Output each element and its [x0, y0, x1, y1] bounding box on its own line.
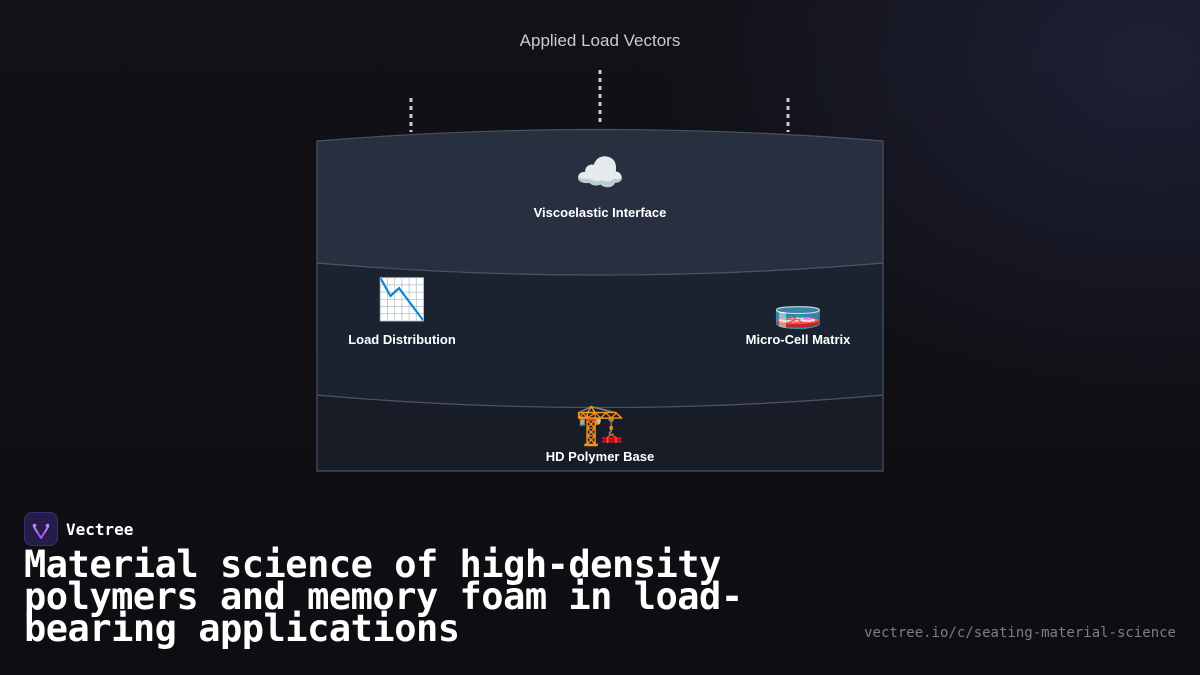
construction-crane-icon: 🏗️ — [575, 402, 625, 448]
vectree-logo-icon — [24, 512, 58, 546]
chart-decreasing-icon: 📉 — [377, 277, 427, 323]
cloud-icon: ☁️ — [575, 150, 625, 196]
brand-name: Vectree — [66, 519, 134, 539]
node-label-micro-cell-matrix: Micro-Cell Matrix — [745, 332, 851, 347]
brand[interactable]: Vectree — [24, 512, 133, 546]
petri-dish-icon: 🧫 — [773, 285, 823, 331]
node-label-hd-polymer-base: HD Polymer Base — [545, 449, 655, 464]
diagram-title: Applied Load Vectors — [519, 31, 681, 50]
layer-viscoelastic-interface — [316, 128, 884, 276]
headline: Material science of high-density polymer… — [24, 543, 743, 650]
source-url[interactable]: vectree.io/c/seating-material-science — [864, 625, 1176, 641]
node-label-viscoelastic-interface: Viscoelastic Interface — [533, 205, 667, 220]
node-label-load-distribution: Load Distribution — [348, 332, 456, 347]
